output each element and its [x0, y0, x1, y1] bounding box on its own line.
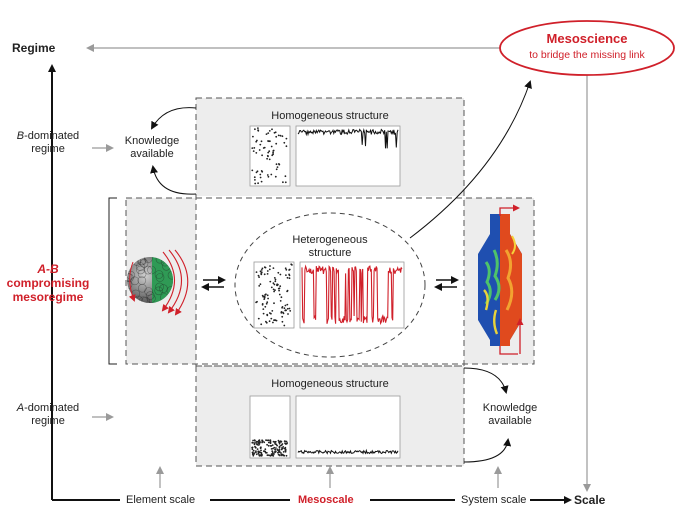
- bottom-knowledge-line1: Knowledge: [482, 402, 538, 414]
- middle-dashed-box: [125, 197, 535, 365]
- bottom-knowledge-arrow-in: [463, 367, 509, 394]
- top-knowledge-arrow-in: [151, 107, 197, 130]
- bottom-signal-box: [295, 395, 401, 459]
- top-signal: [297, 128, 399, 149]
- heterogeneous-title: Heterogeneous structure: [270, 234, 390, 260]
- mesoregime-bracket: [108, 197, 117, 365]
- ab-compromising-text: compromising: [6, 276, 90, 290]
- element-scale-label: Element scale: [126, 494, 196, 506]
- heterogeneous-line2: structure: [308, 247, 352, 259]
- ab-mesoregime-label: A-B compromising mesoregime: [6, 262, 90, 304]
- b-dominated-regime-label: B-dominated regime: [6, 130, 90, 156]
- top-homogeneous-title: Homogeneous structure: [271, 110, 389, 122]
- a-letter: A: [16, 402, 25, 414]
- particle-cluster-image: [127, 249, 189, 316]
- top-knowledge-line2: available: [130, 148, 174, 160]
- a-dominated-regime-label: A-dominated regime: [6, 402, 90, 428]
- top-knowledge-arrow-out: [150, 165, 197, 195]
- reactor-image: [478, 204, 524, 355]
- mesoscience-link-curve: [409, 80, 532, 239]
- middle-signal: [301, 264, 403, 326]
- top-signal-box: [295, 125, 401, 187]
- bottom-knowledge-label: Knowledge available: [470, 402, 550, 428]
- bottom-knowledge-arrow-out: [463, 438, 512, 463]
- b-dominated-text: -dominated: [24, 130, 80, 142]
- ab-mesoregime-text: mesoregime: [12, 290, 84, 304]
- middle-particles: [255, 263, 293, 327]
- mesoscience-ellipse: [499, 20, 675, 76]
- ab-letters: A-B: [37, 262, 59, 276]
- top-knowledge-label: Knowledge available: [112, 135, 192, 161]
- heterogeneous-line1: Heterogeneous: [292, 234, 368, 246]
- b-letter: B: [16, 130, 25, 142]
- system-scale-label: System scale: [461, 494, 527, 506]
- bottom-particles: [251, 439, 289, 457]
- scale-axis-label: Scale: [574, 493, 606, 507]
- bottom-signal: [297, 448, 399, 455]
- mesoscale-label: Mesoscale: [298, 494, 354, 506]
- top-knowledge-line1: Knowledge: [124, 135, 180, 147]
- a-regime-text: regime: [31, 415, 65, 427]
- top-particle-box: [249, 125, 291, 187]
- top-particles: [251, 127, 288, 185]
- b-regime-text: regime: [31, 143, 65, 155]
- mesoscience-title: Mesoscience: [546, 31, 628, 46]
- bottom-homogeneous-title: Homogeneous structure: [271, 378, 389, 390]
- bottom-knowledge-line2: available: [488, 415, 532, 427]
- a-dominated-text: -dominated: [24, 402, 80, 414]
- regime-axis-label: Regime: [12, 41, 56, 55]
- mesoscience-subtitle: to bridge the missing link: [529, 49, 645, 61]
